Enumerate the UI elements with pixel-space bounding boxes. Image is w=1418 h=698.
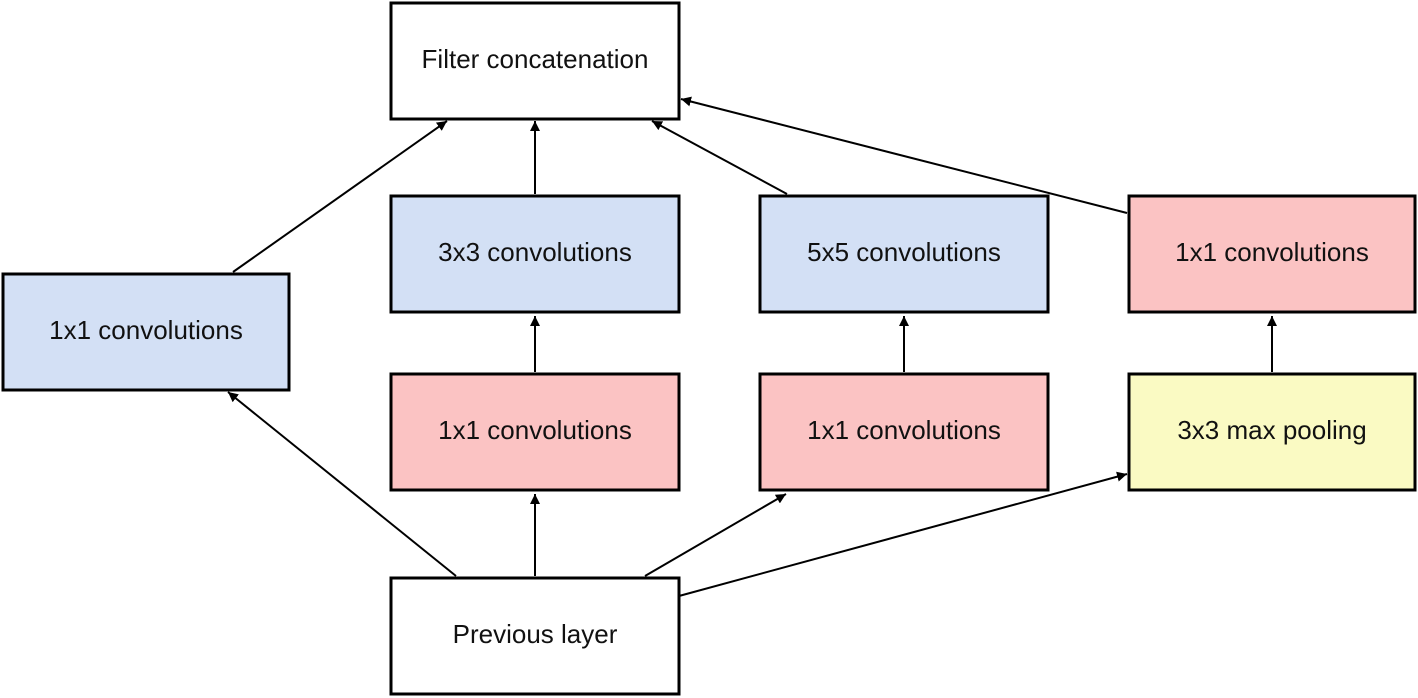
- edge-previous-to-conv1x1-b: [644, 493, 787, 577]
- conv5x5-node: 5x5 convolutions: [758, 194, 1050, 314]
- filter-concatenation-node: Filter concatenation: [389, 1, 681, 121]
- edges: [227, 96, 1277, 597]
- conv1x1-reduce-3x3-node: 1x1 convolutions: [389, 372, 681, 492]
- previous-layer-node: Previous layer: [389, 576, 681, 696]
- edge-previous-to-conv1x1-left: [227, 391, 457, 577]
- max-pooling-node: 3x3 max pooling: [1127, 372, 1417, 492]
- filter-concatenation-label: Filter concatenation: [422, 44, 649, 74]
- previous-layer-label: Previous layer: [453, 619, 618, 649]
- edge-previous-to-maxpool: [678, 471, 1128, 597]
- conv1x1-pool-proj-label: 1x1 convolutions: [1175, 237, 1369, 267]
- edge-conv1x1-pool-to-filter-concat: [680, 96, 1128, 214]
- conv1x1-reduce-3x3-label: 1x1 convolutions: [438, 415, 632, 445]
- conv1x1-reduce-5x5-label: 1x1 convolutions: [807, 415, 1001, 445]
- max-pooling-label: 3x3 max pooling: [1177, 415, 1366, 445]
- conv1x1-pool-proj-node: 1x1 convolutions: [1127, 194, 1417, 314]
- conv3x3-label: 3x3 convolutions: [438, 237, 632, 267]
- conv1x1-left-node: 1x1 convolutions: [1, 272, 291, 392]
- edge-conv1x1-left-to-filter-concat: [232, 120, 448, 273]
- conv3x3-node: 3x3 convolutions: [389, 194, 681, 314]
- conv1x1-reduce-5x5-node: 1x1 convolutions: [758, 372, 1050, 492]
- conv5x5-label: 5x5 convolutions: [807, 237, 1001, 267]
- edge-conv5x5-to-filter-concat: [651, 120, 788, 195]
- conv1x1-left-label: 1x1 convolutions: [49, 315, 243, 345]
